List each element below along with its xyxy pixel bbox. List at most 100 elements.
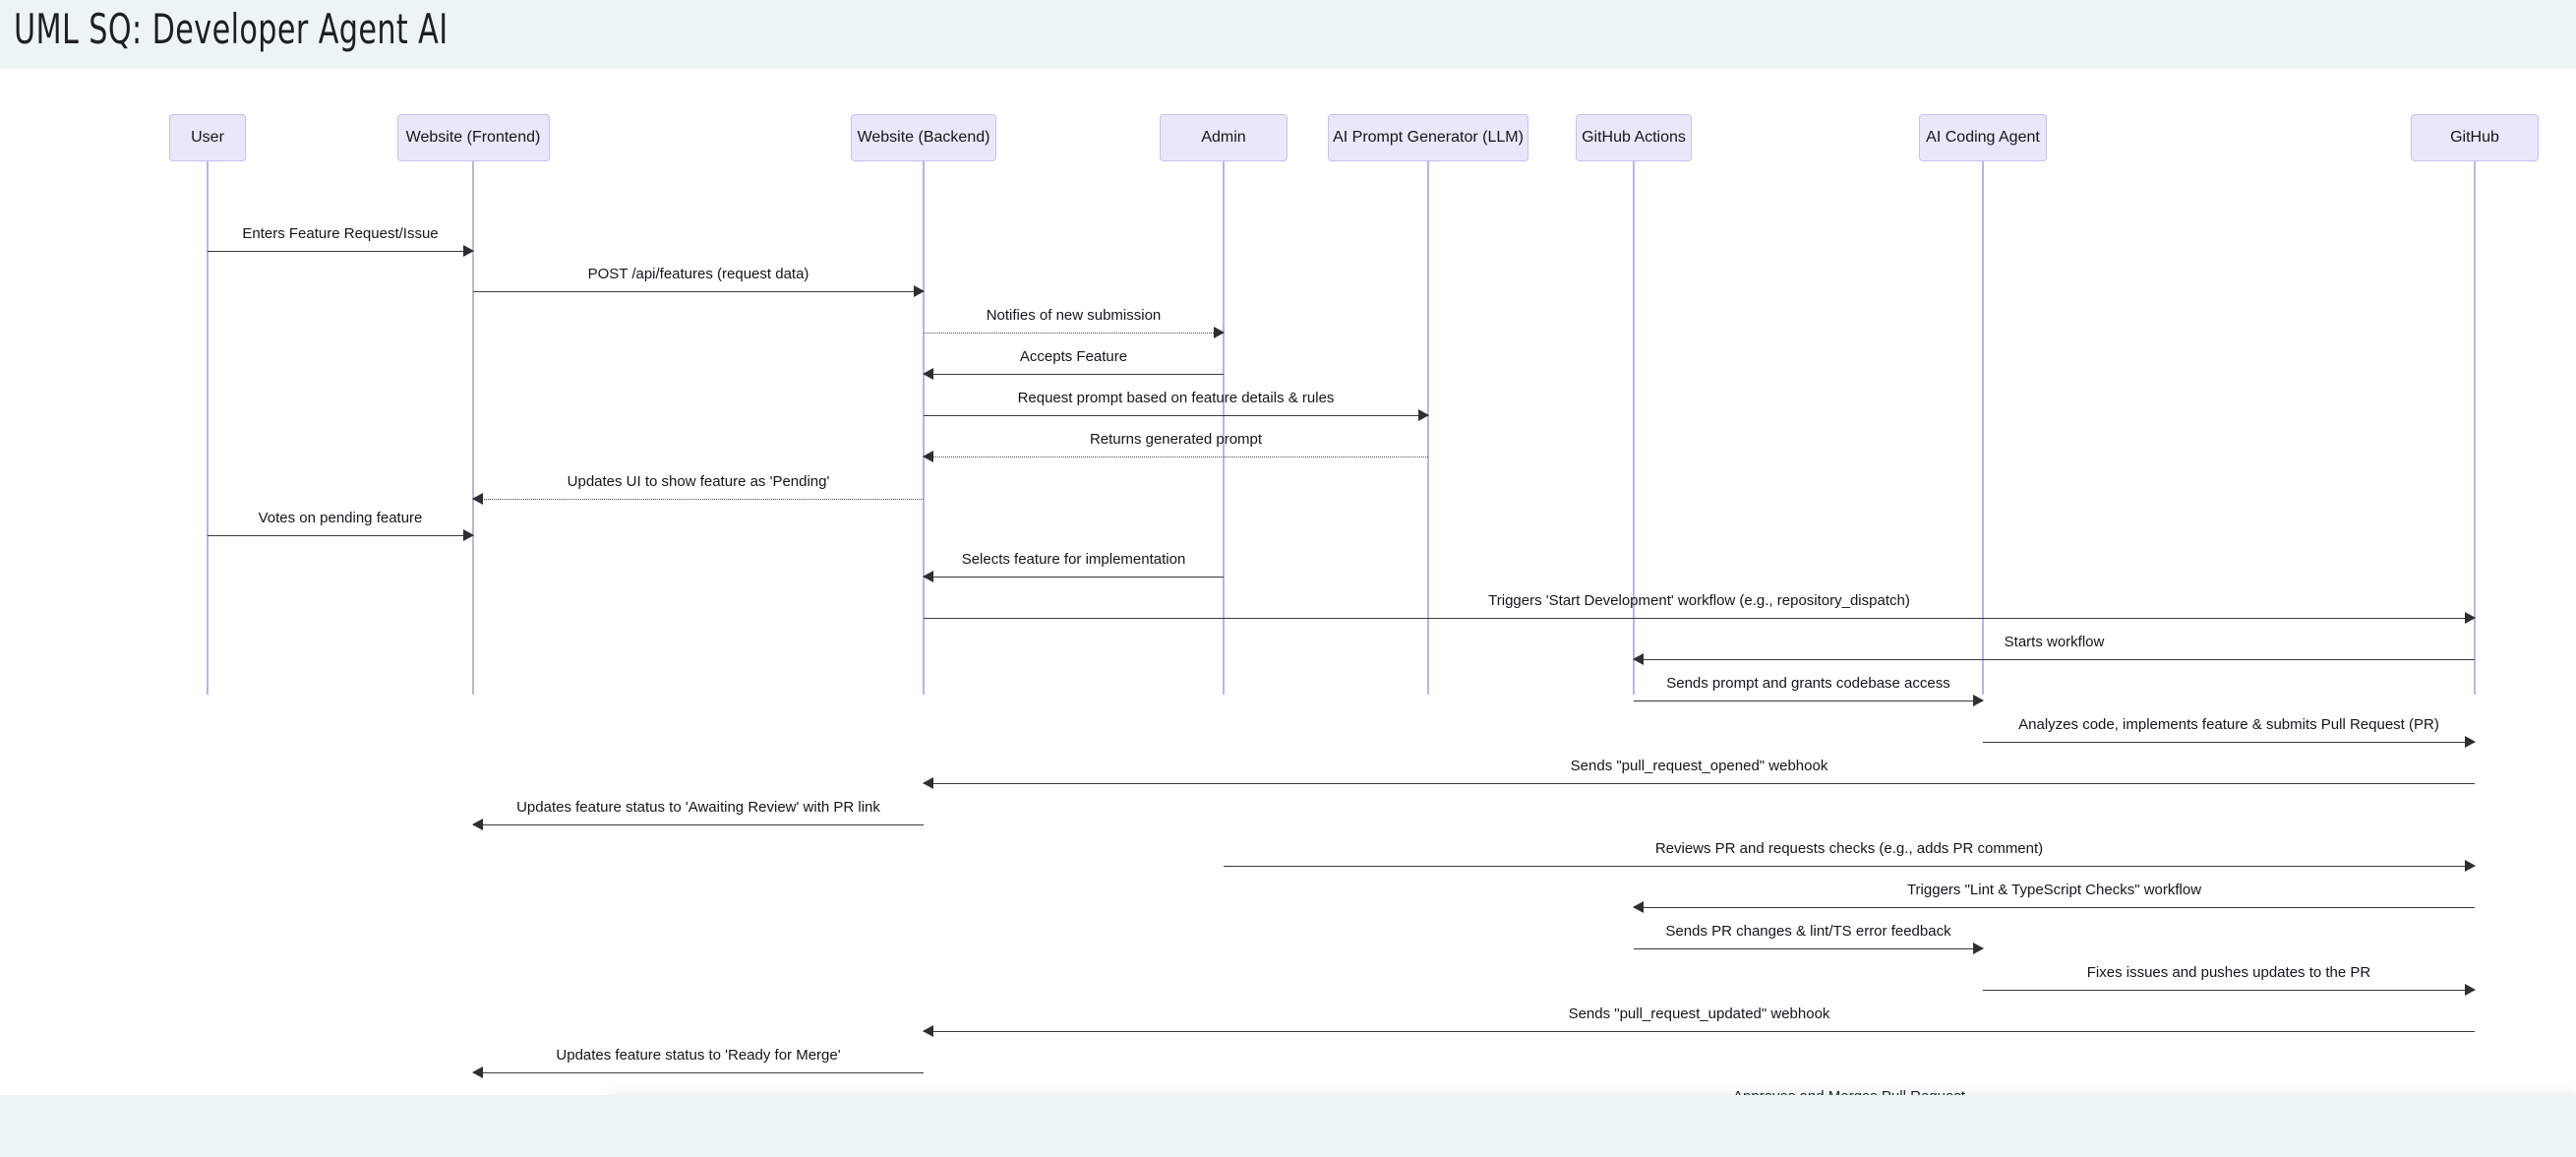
- message-line: [1634, 700, 1983, 701]
- message-18: Sends PR changes & lint/TS error feedbac…: [1634, 923, 1984, 954]
- message-line: [1634, 948, 1983, 949]
- message-label: Returns generated prompt: [1089, 431, 1263, 448]
- participant-top-github[interactable]: GitHub: [2411, 114, 2539, 161]
- message-label: Selects feature for implementation: [961, 551, 1186, 568]
- participant-label: AI Prompt Generator (LLM): [1333, 129, 1524, 146]
- arrowhead-icon: [923, 1025, 933, 1037]
- footer-band: [0, 1095, 2576, 1157]
- participant-top-backend[interactable]: Website (Backend): [851, 114, 996, 161]
- arrowhead-icon: [923, 571, 933, 582]
- participant-top-actions[interactable]: GitHub Actions: [1576, 114, 1692, 161]
- arrowhead-icon: [1633, 653, 1644, 665]
- arrowhead-icon: [472, 819, 483, 830]
- participant-label: GitHub Actions: [1582, 129, 1686, 146]
- arrowhead-icon: [472, 493, 483, 505]
- message-line: [924, 577, 1224, 578]
- participant-top-user[interactable]: User: [169, 114, 246, 161]
- lifeline-frontend: [472, 161, 474, 695]
- participant-label: AI Coding Agent: [1926, 129, 2040, 146]
- message-line: [924, 333, 1224, 334]
- participant-label: Website (Frontend): [405, 129, 541, 146]
- message-line: [924, 415, 1428, 416]
- message-12: Sends prompt and grants codebase access: [1634, 675, 1984, 706]
- arrowhead-icon: [914, 285, 925, 297]
- message-2: POST /api/features (request data): [473, 266, 925, 297]
- message-label: Sends "pull_request_updated" webhook: [1568, 1005, 1830, 1022]
- lifeline-backend: [923, 161, 925, 695]
- message-9: Selects feature for implementation: [923, 551, 1224, 582]
- message-label: Sends prompt and grants codebase access: [1666, 675, 1950, 692]
- message-label: Updates feature status to 'Awaiting Revi…: [516, 799, 880, 816]
- message-label: Request prompt based on feature details …: [1017, 390, 1335, 406]
- message-label: Sends "pull_request_opened" webhook: [1570, 758, 1828, 774]
- participant-label: Admin: [1201, 129, 1246, 146]
- arrowhead-icon: [923, 368, 933, 380]
- message-line: [473, 1072, 924, 1073]
- message-4: Accepts Feature: [923, 348, 1224, 380]
- message-17: Triggers "Lint & TypeScript Checks" work…: [1633, 882, 2475, 913]
- message-line: [924, 783, 2475, 784]
- message-20: Sends "pull_request_updated" webhook: [923, 1005, 2475, 1037]
- message-line: [1224, 866, 2475, 867]
- message-line: [924, 1031, 2475, 1032]
- message-label: Enters Feature Request/Issue: [242, 225, 439, 242]
- arrowhead-icon: [923, 451, 933, 462]
- lifeline-agent: [1982, 161, 1984, 695]
- arrowhead-icon: [1418, 409, 1429, 421]
- message-label: Triggers "Lint & TypeScript Checks" work…: [1906, 882, 2202, 898]
- participant-top-agent[interactable]: AI Coding Agent: [1919, 114, 2047, 161]
- message-3: Notifies of new submission: [924, 307, 1225, 338]
- arrowhead-icon: [1214, 327, 1225, 338]
- message-label: Sends PR changes & lint/TS error feedbac…: [1665, 923, 1951, 940]
- arrowhead-icon: [923, 777, 933, 789]
- arrowhead-icon: [2465, 860, 2476, 872]
- message-label: Votes on pending feature: [258, 510, 423, 526]
- message-line: [1983, 742, 2475, 743]
- message-label: Analyzes code, implements feature & subm…: [2018, 716, 2439, 733]
- lifeline-actions: [1633, 161, 1635, 695]
- arrowhead-icon: [2465, 984, 2476, 996]
- lifeline-user: [207, 161, 209, 695]
- message-label: Updates feature status to 'Ready for Mer…: [556, 1047, 841, 1064]
- message-line: [924, 618, 2475, 619]
- participant-top-admin[interactable]: Admin: [1160, 114, 1288, 161]
- message-label: Reviews PR and requests checks (e.g., ad…: [1654, 840, 2044, 857]
- message-14: Sends "pull_request_opened" webhook: [923, 758, 2475, 789]
- arrowhead-icon: [1973, 943, 1984, 954]
- message-line: [473, 291, 924, 292]
- arrowhead-icon: [472, 1066, 483, 1078]
- message-line: [473, 499, 924, 500]
- message-15: Updates feature status to 'Awaiting Revi…: [472, 799, 924, 830]
- message-line: [208, 535, 473, 536]
- participant-top-frontend[interactable]: Website (Frontend): [396, 114, 550, 161]
- arrowhead-icon: [1633, 901, 1644, 913]
- arrowhead-icon: [2465, 736, 2476, 748]
- message-line: [1634, 907, 2475, 908]
- message-7: Updates UI to show feature as 'Pending': [472, 473, 924, 505]
- message-16: Reviews PR and requests checks (e.g., ad…: [1224, 840, 2476, 872]
- lifeline-llm: [1427, 161, 1429, 695]
- arrowhead-icon: [2465, 612, 2476, 624]
- message-13: Analyzes code, implements feature & subm…: [1983, 716, 2476, 748]
- header-band: UML SQ: Developer Agent AI: [0, 0, 2576, 69]
- message-line: [208, 251, 473, 252]
- message-11: Starts workflow: [1633, 634, 2475, 665]
- participant-label: Website (Backend): [857, 129, 990, 146]
- message-label: Starts workflow: [2004, 634, 2105, 650]
- arrowhead-icon: [1973, 695, 1984, 706]
- participant-label: GitHub: [2450, 129, 2499, 146]
- message-label: Triggers 'Start Development' workflow (e…: [1488, 592, 1910, 609]
- participant-top-llm[interactable]: AI Prompt Generator (LLM): [1328, 114, 1528, 161]
- message-5: Request prompt based on feature details …: [924, 390, 1429, 421]
- page-title: UML SQ: Developer Agent AI: [14, 5, 449, 53]
- message-label: Fixes issues and pushes updates to the P…: [2086, 964, 2371, 981]
- participant-label: User: [191, 129, 224, 146]
- message-line: [473, 824, 924, 825]
- message-label: Notifies of new submission: [986, 307, 1162, 324]
- message-label: POST /api/features (request data): [587, 266, 809, 282]
- message-8: Votes on pending feature: [208, 510, 474, 541]
- message-line: [1634, 659, 2475, 660]
- arrowhead-icon: [463, 529, 474, 541]
